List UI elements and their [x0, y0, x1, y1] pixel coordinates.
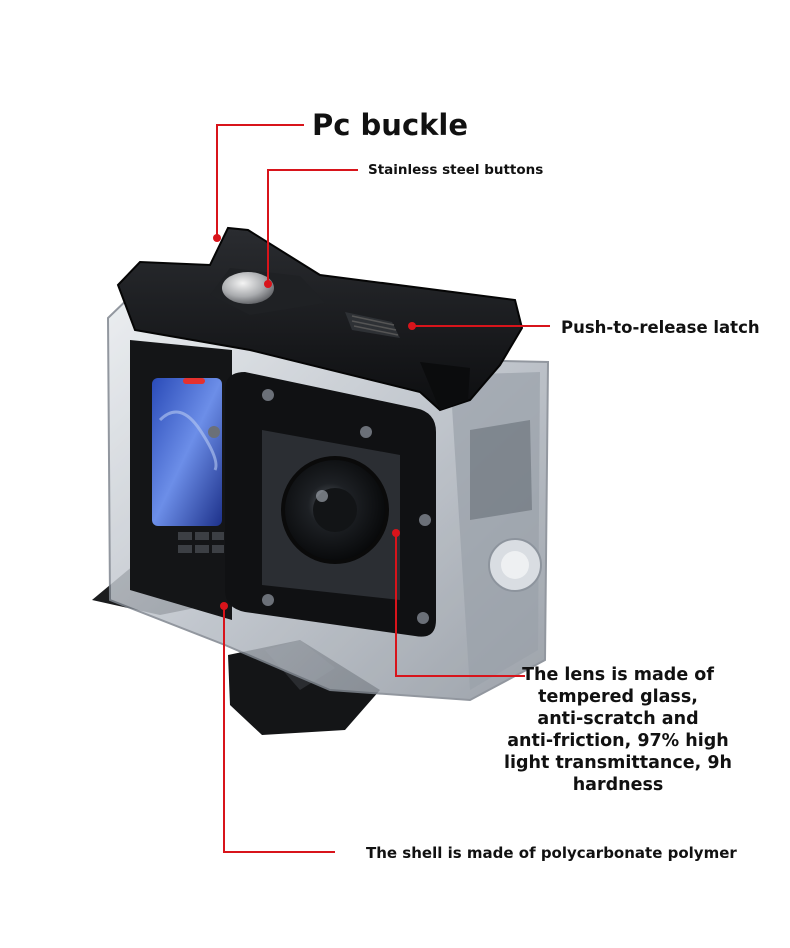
leader-lines	[216, 124, 550, 853]
leader-pc-buckle	[216, 124, 304, 238]
leader-dots	[213, 234, 416, 610]
brand-logo	[178, 532, 224, 553]
callout-lens: The lens is made of tempered glass, anti…	[504, 665, 732, 795]
bezel-screws	[208, 389, 431, 624]
leader-shell	[223, 606, 335, 853]
status-led	[183, 378, 205, 384]
stainless-button-icon	[222, 272, 274, 304]
pc-buckle-top	[116, 226, 524, 412]
callout-pc-buckle: Pc buckle	[312, 108, 469, 142]
leader-lens	[395, 533, 525, 677]
callout-shell: The shell is made of polycarbonate polym…	[366, 844, 737, 862]
camera-body	[130, 340, 232, 620]
rear-screen	[152, 378, 222, 526]
callout-latch: Push-to-release latch	[561, 318, 760, 337]
leader-stainless-buttons	[267, 169, 358, 284]
callout-stainless-buttons: Stainless steel buttons	[368, 162, 544, 178]
lens-bezel	[208, 372, 436, 637]
